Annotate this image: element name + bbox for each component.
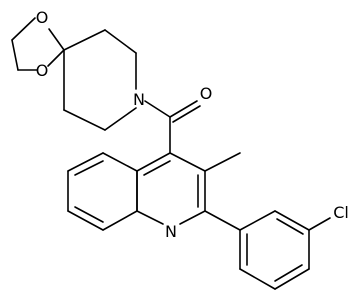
- piperidine-ring: [63, 29, 137, 131]
- amide-linkage: [144, 100, 201, 154]
- quinoline-pyridine-ring: [136, 152, 206, 225]
- atom-n-piperidine: N: [133, 90, 145, 109]
- atom-chlorine: Cl: [333, 203, 349, 222]
- atom-o-ring-top: O: [36, 8, 49, 27]
- dioxolane-ring: [11, 17, 65, 71]
- methyl-group: [204, 152, 241, 172]
- atom-n-quinoline: N: [165, 222, 177, 241]
- chlorophenyl-ring: [239, 210, 310, 290]
- chlorine-bond: [308, 217, 331, 231]
- atom-o-ring-bottom: O: [36, 61, 49, 80]
- atom-o-carbonyl: O: [200, 84, 213, 103]
- aryl-linkage: [204, 210, 241, 231]
- quinoline-benzo-ring: [67, 152, 138, 231]
